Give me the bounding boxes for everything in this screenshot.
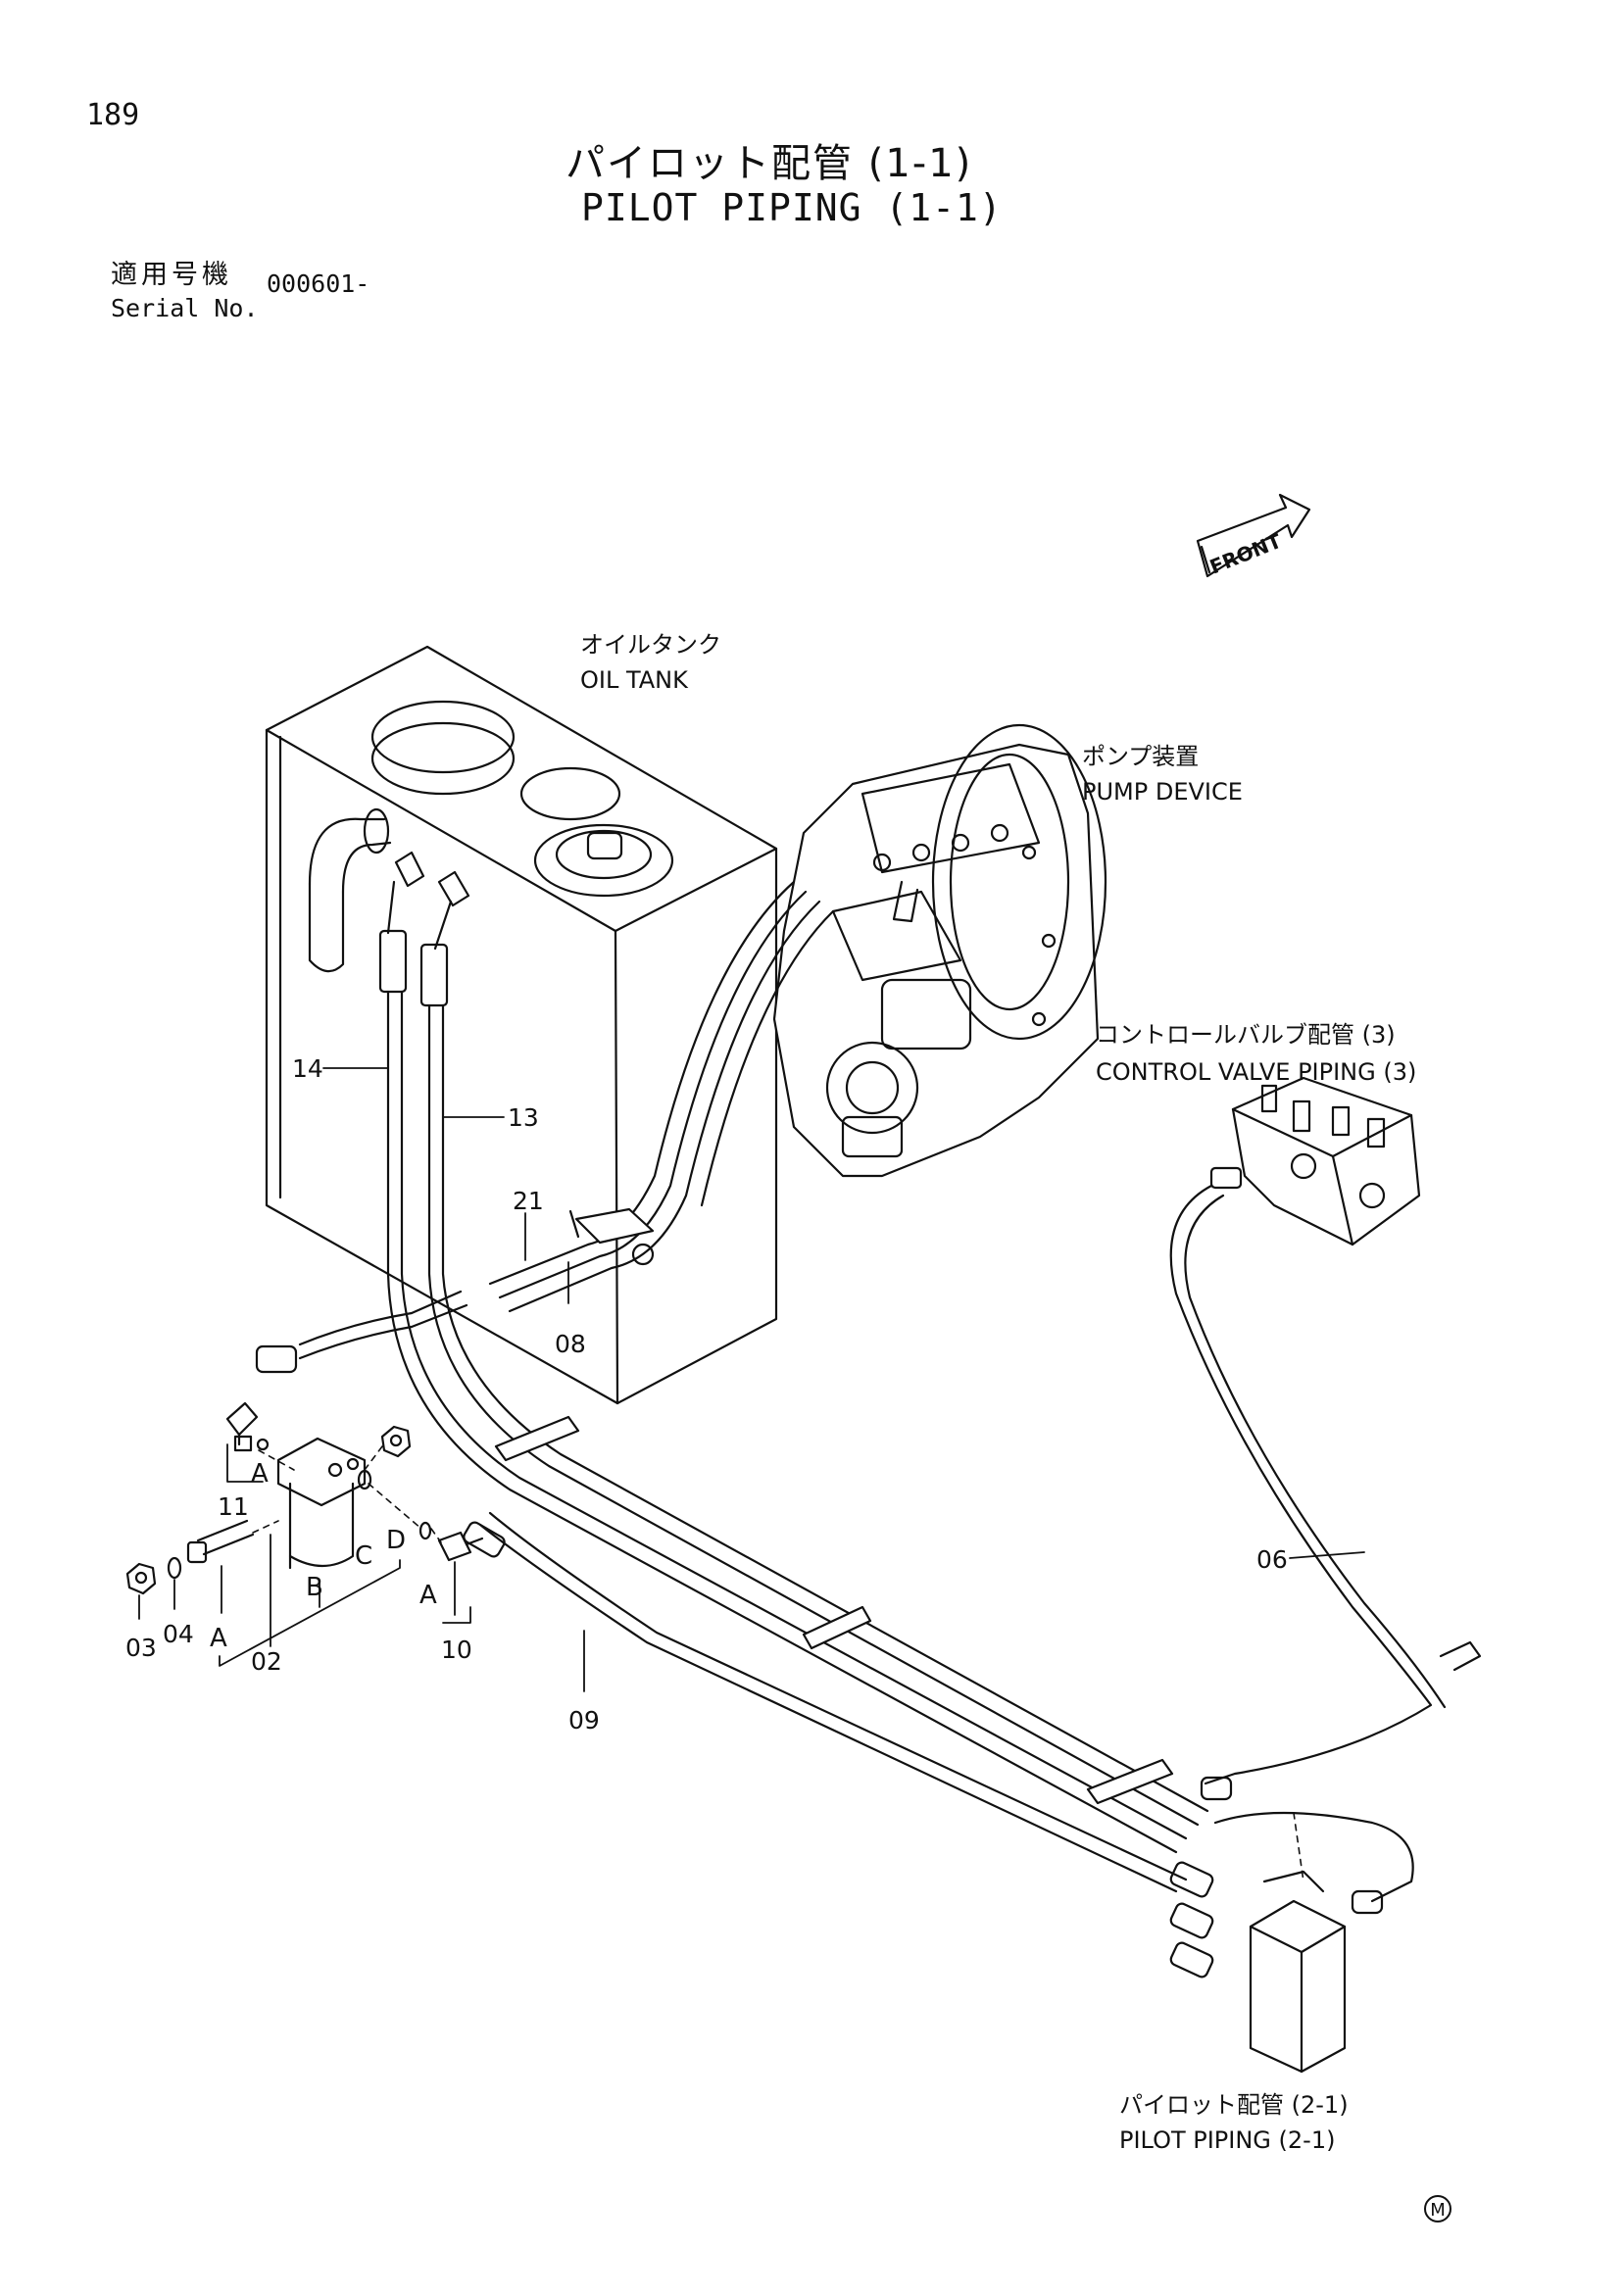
part-label-02: 02 [251, 1647, 282, 1676]
part-label-06: 06 [1256, 1545, 1288, 1574]
nut-top-right [380, 1425, 412, 1458]
rear-fittings [1169, 1776, 1414, 1978]
control-valve-label-en: CONTROL VALVE PIPING (3) [1096, 1058, 1416, 1086]
hose-09 [463, 1511, 1188, 1893]
elbow-11 [225, 1401, 270, 1452]
footer-mark: M [1424, 2195, 1451, 2223]
part-label-11: 11 [218, 1492, 249, 1521]
pilot-piping-label-jp: パイロット配管 (2-1) [1119, 2091, 1349, 2119]
letter-a-bolt: A [210, 1624, 227, 1653]
part-label-08: 08 [555, 1330, 586, 1358]
washer-c [357, 1469, 372, 1490]
part-label-10: 10 [441, 1636, 472, 1664]
pilot-piping-block [1249, 1899, 1347, 2074]
nut-03 [125, 1562, 157, 1595]
washer-04 [167, 1556, 182, 1580]
part-label-13: 13 [508, 1103, 539, 1132]
pump-device-label-en: PUMP DEVICE [1082, 778, 1243, 806]
part-label-04: 04 [163, 1620, 194, 1648]
letter-c: C [355, 1541, 372, 1571]
footer-mark-letter: M [1430, 2200, 1446, 2221]
letter-d: D [386, 1526, 406, 1555]
letter-a-top: A [251, 1459, 269, 1489]
part-label-21: 21 [513, 1187, 544, 1215]
hose-21 [488, 880, 835, 1313]
serial-value: 000601- [267, 269, 370, 298]
part-label-03: 03 [125, 1634, 157, 1662]
oil-tank [265, 645, 778, 1405]
page-number: 189 [86, 98, 140, 132]
pilot-piping-label-en: PILOT PIPING (2-1) [1119, 2126, 1335, 2154]
serial-label-jp: 適用号機 [111, 260, 232, 290]
control-valve-block [1209, 1076, 1421, 1246]
hose-filter-to-tank [255, 1290, 468, 1374]
oil-tank-label-jp: オイルタンク [580, 631, 721, 659]
filter-assembly [276, 1437, 367, 1570]
control-valve-label-jp: コントロールバルブ配管 (3) [1096, 1021, 1396, 1049]
hose-06 [1169, 1184, 1482, 1785]
rail-clamps [494, 1415, 1174, 1805]
part-label-14: 14 [292, 1054, 323, 1083]
front-arrow-icon [1196, 493, 1311, 578]
tank-fittings [378, 851, 470, 1007]
page-title-jp: パイロット配管 (1-1) [566, 141, 973, 186]
bolt-03 [186, 1519, 255, 1564]
oil-tank-label-en: OIL TANK [580, 666, 689, 694]
page-title-en: PILOT PIPING (1-1) [581, 186, 1003, 229]
washer-d [418, 1521, 432, 1540]
serial-label-en: Serial No. [111, 294, 259, 322]
pump-device-label-jp: ポンプ装置 [1082, 743, 1199, 770]
part-label-09: 09 [568, 1706, 600, 1734]
letter-a-right: A [419, 1581, 437, 1610]
hose-14 [386, 990, 1188, 1854]
clamp-08 [568, 1207, 655, 1266]
fitting-10 [437, 1531, 484, 1562]
pump-device [772, 723, 1107, 1178]
letter-b: B [306, 1573, 323, 1602]
